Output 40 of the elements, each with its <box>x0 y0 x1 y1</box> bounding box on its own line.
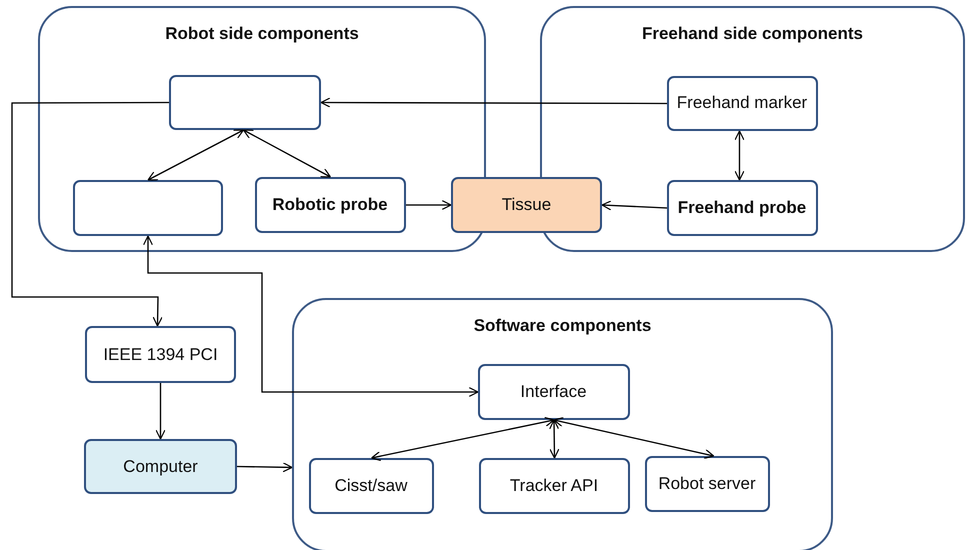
box-label: Freehand probe <box>678 198 806 218</box>
arrow <box>11 102 169 327</box>
arrow <box>155 383 166 440</box>
arrow <box>734 130 745 181</box>
component-box <box>451 177 602 233</box>
component-box <box>84 439 237 494</box>
arrow <box>242 129 332 178</box>
group-title: Freehand side components <box>642 24 864 43</box>
box-label: Robotic probe <box>272 194 388 214</box>
box-label: Computer <box>123 456 198 476</box>
arrow <box>549 419 560 459</box>
group-panel <box>38 6 486 252</box>
arrow <box>601 200 668 210</box>
arrow <box>236 462 293 472</box>
arrow <box>406 200 452 210</box>
component-box <box>85 326 236 383</box>
arrow <box>147 129 244 181</box>
component-box <box>478 458 630 514</box>
component-box <box>666 180 818 236</box>
group-panel <box>292 298 833 550</box>
component-box <box>666 76 818 130</box>
arrow <box>142 235 479 398</box>
arrow <box>553 417 714 459</box>
component-box <box>478 364 630 420</box>
arrow <box>320 97 667 108</box>
component-box <box>168 74 320 130</box>
component-box <box>308 458 434 514</box>
component-box <box>254 176 406 232</box>
box-label: IEEE 1394 PCI <box>103 344 218 364</box>
box-label: Freehand marker <box>676 93 808 113</box>
box-label: Tracker API <box>510 476 598 496</box>
arrow <box>370 416 555 462</box>
group-title: Robot side components <box>165 24 359 43</box>
box-label: Tissue <box>502 195 552 215</box>
component-box <box>644 456 770 512</box>
box-label: Robot server <box>658 474 756 494</box>
box-label: Cisst/saw <box>334 476 408 496</box>
component-box <box>72 180 222 236</box>
box-label: Interface <box>520 382 587 402</box>
group-title: Software components <box>474 316 652 335</box>
